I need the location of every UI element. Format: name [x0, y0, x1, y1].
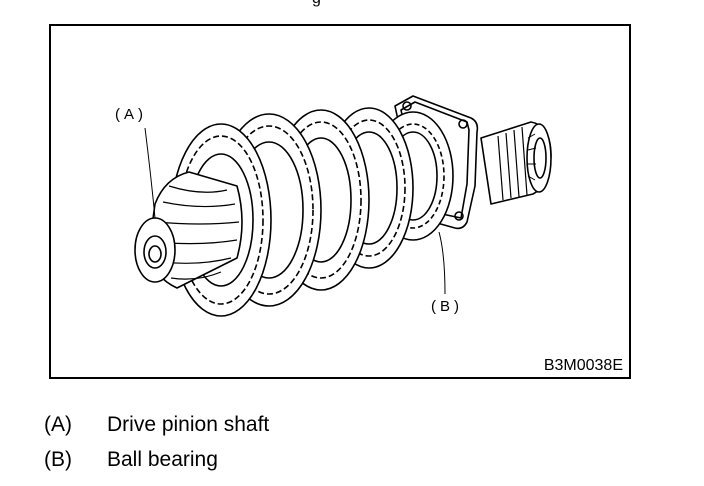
callout-label-a: (A) — [115, 106, 147, 123]
legend-text: Ball bearing — [107, 448, 218, 471]
legend-key: (A) — [44, 413, 72, 436]
leader-line-b — [438, 231, 446, 295]
legend: (A) Drive pinion shaft (B) Ball bearing — [44, 407, 269, 477]
legend-text: Drive pinion shaft — [107, 413, 270, 436]
leader-line-a — [144, 127, 156, 219]
legend-row: (B) Ball bearing — [44, 442, 269, 477]
pinion-head — [134, 171, 243, 289]
drive-pinion-shaft-illustration — [134, 95, 552, 317]
callout-label-b: (B) — [431, 298, 463, 315]
figure-code: B3M0038E — [543, 357, 623, 374]
cut-off-heading-fragment: g — [312, 0, 321, 8]
legend-key: (B) — [44, 448, 72, 471]
figure-frame: (A) (B) B3M0038E — [49, 24, 631, 379]
spline-end — [480, 121, 552, 205]
legend-row: (A) Drive pinion shaft — [44, 407, 269, 442]
